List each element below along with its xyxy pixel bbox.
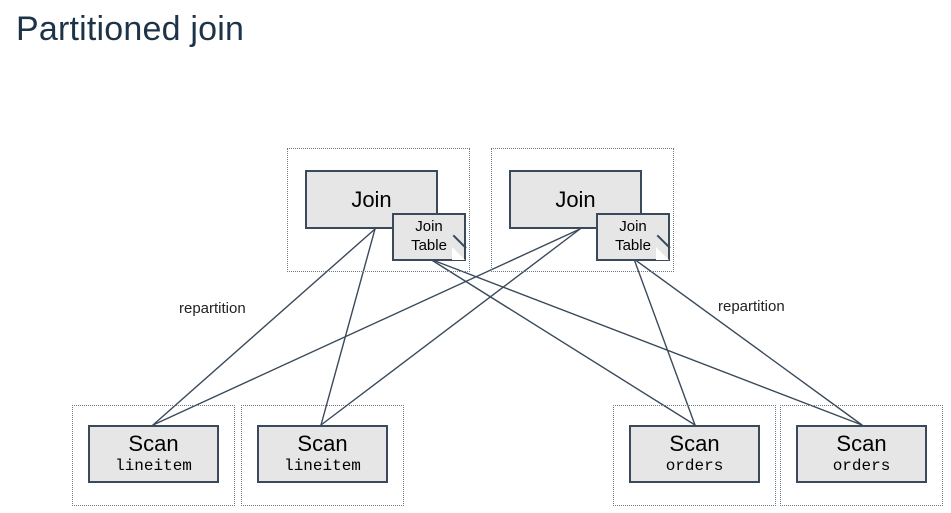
scan-node-0-label: Scan xyxy=(128,430,179,456)
scan-node-3[interactable]: Scan orders xyxy=(796,425,927,483)
join-table-note-1-line2: Table xyxy=(615,237,651,254)
join-table-note-1[interactable]: Join Table xyxy=(596,213,671,261)
edge-join0-scan1 xyxy=(320,228,376,426)
join-table-note-1-line1: Join xyxy=(619,218,647,236)
edge-join0note-scan2 xyxy=(429,258,696,426)
edge-join0note-scan3 xyxy=(429,258,863,426)
scan-node-2[interactable]: Scan orders xyxy=(629,425,760,483)
join-table-note-0[interactable]: Join Table xyxy=(392,213,467,261)
edge-label-repartition-right: repartition xyxy=(718,298,785,315)
join-group-0 xyxy=(287,148,470,272)
join-table-note-0-line2: Table xyxy=(411,237,447,254)
join-node-0[interactable]: Join xyxy=(305,170,438,229)
edge-join1note-scan2 xyxy=(633,258,696,426)
scan-group-1 xyxy=(241,405,404,506)
join-node-0-label: Join xyxy=(351,186,392,212)
page-title: Partitioned join xyxy=(16,10,245,48)
scan-node-0-table: lineitem xyxy=(115,456,192,475)
scan-node-2-table: orders xyxy=(665,456,724,475)
scan-node-0[interactable]: Scan lineitem xyxy=(88,425,219,483)
scan-node-1-label: Scan xyxy=(297,430,348,456)
scan-node-1-table: lineitem xyxy=(284,456,361,475)
scan-group-2 xyxy=(613,405,776,506)
note-fold-icon xyxy=(452,247,465,260)
edge-join1note-scan3 xyxy=(633,258,863,426)
scan-node-2-label: Scan xyxy=(669,430,720,456)
edge-join0-scan0 xyxy=(152,228,376,426)
note-fold-icon xyxy=(656,247,669,260)
scan-node-3-label: Scan xyxy=(836,430,887,456)
edge-label-repartition-left: repartition xyxy=(179,300,246,317)
edge-join1-scan0 xyxy=(152,228,581,426)
scan-node-1[interactable]: Scan lineitem xyxy=(257,425,388,483)
join-group-1 xyxy=(491,148,674,272)
scan-node-3-table: orders xyxy=(832,456,891,475)
scan-group-0 xyxy=(72,405,235,506)
join-node-1[interactable]: Join xyxy=(509,170,642,229)
join-node-1-label: Join xyxy=(555,186,596,212)
edge-join1-scan1 xyxy=(320,228,581,426)
join-table-note-0-line1: Join xyxy=(415,218,443,236)
scan-group-3 xyxy=(780,405,943,506)
